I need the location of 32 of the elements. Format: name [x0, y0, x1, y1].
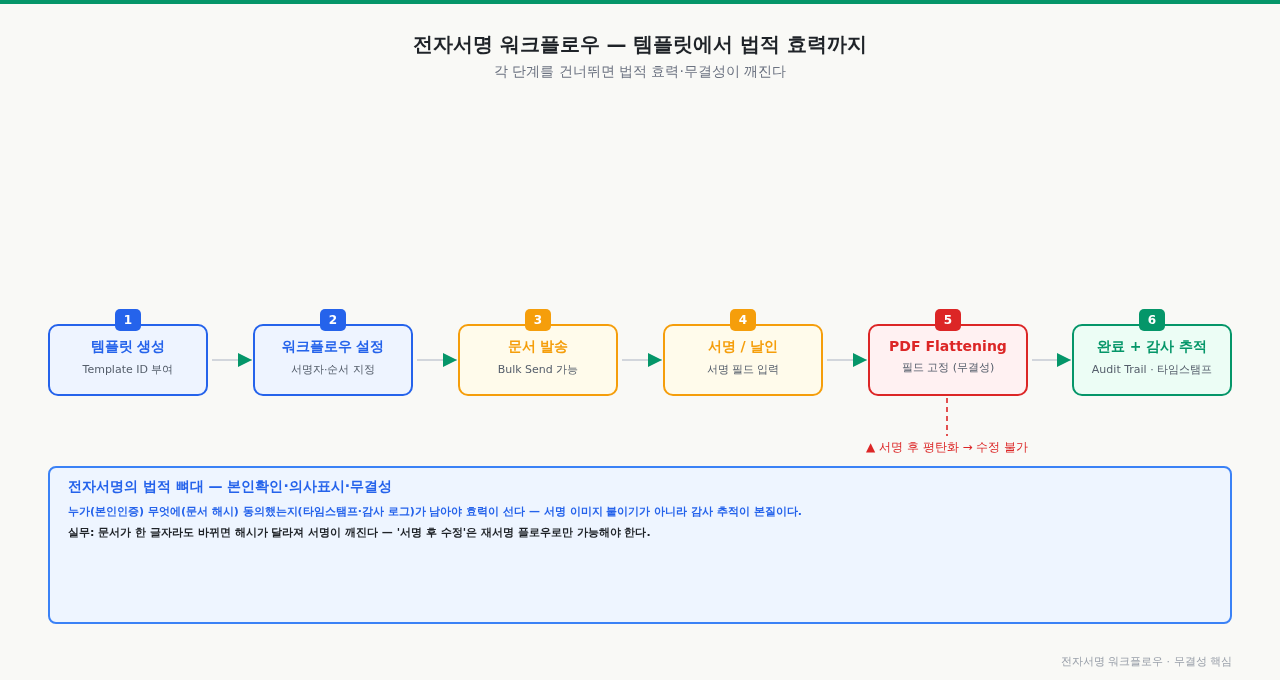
step-title: 문서 발송: [506, 338, 570, 356]
panel-heading: 전자서명의 법적 뼈대 — 본인확인·의사표시·무결성: [68, 478, 394, 496]
step-title: 서명 / 날인: [706, 338, 780, 356]
step-number-badge: 6: [1139, 309, 1165, 331]
step-title: 워크플로우 설정: [280, 338, 386, 356]
step-number-badge: 2: [320, 309, 346, 331]
panel-text: 실무: 문서가 한 글자라도 바뀌면 해시가 달라져 서명이 깨진다 — '서명 후 수정'은 재서명 플로우로만 가능해야 한다.: [68, 525, 652, 540]
step-subtitle: 서명자·순서 지정: [290, 362, 376, 377]
step-subtitle: 필드 고정 (무결성): [900, 360, 996, 375]
step-title: PDF Flattening: [888, 338, 1008, 354]
warning-note: ▲ 서명 후 평탄화 → 수정 불가: [847, 438, 1047, 456]
footer-text: 전자서명 워크플로우 · 무결성 핵심: [1060, 654, 1232, 669]
subtitle: 각 단계를 건너뛰면 법적 효력·무결성이 깨진다: [492, 63, 788, 81]
step-title: 템플릿 생성: [89, 338, 167, 356]
title: 전자서명 워크플로우 — 템플릿에서 법적 효력까지: [411, 31, 869, 58]
step-number-badge: 3: [525, 309, 551, 331]
arrow: [826, 353, 868, 367]
step-subtitle: Bulk Send 가능: [496, 362, 580, 377]
step-number-badge: 5: [935, 309, 961, 331]
panel-text: 누가(본인인증) 무엇에(문서 해시) 동의했는지(타임스탬프·감사 로그)가 남아야 효력이 선다 — 서명 이미지 붙이기가 아니라 감사 추적이 본질이다.: [68, 504, 803, 519]
step-number-badge: 4: [730, 309, 756, 331]
step-subtitle: 서명 필드 입력: [705, 362, 781, 377]
step-subtitle: Template ID 부여: [81, 362, 175, 377]
arrow: [416, 353, 458, 367]
step-title: 완료 + 감사 추적: [1095, 338, 1209, 356]
step-subtitle: Audit Trail · 타임스탬프: [1090, 362, 1214, 377]
leader-line: [946, 397, 948, 437]
arrow: [211, 353, 253, 367]
info-panel: [48, 466, 1232, 624]
step-number-badge: 1: [115, 309, 141, 331]
arrow: [621, 353, 663, 367]
arrow: [1031, 353, 1072, 367]
